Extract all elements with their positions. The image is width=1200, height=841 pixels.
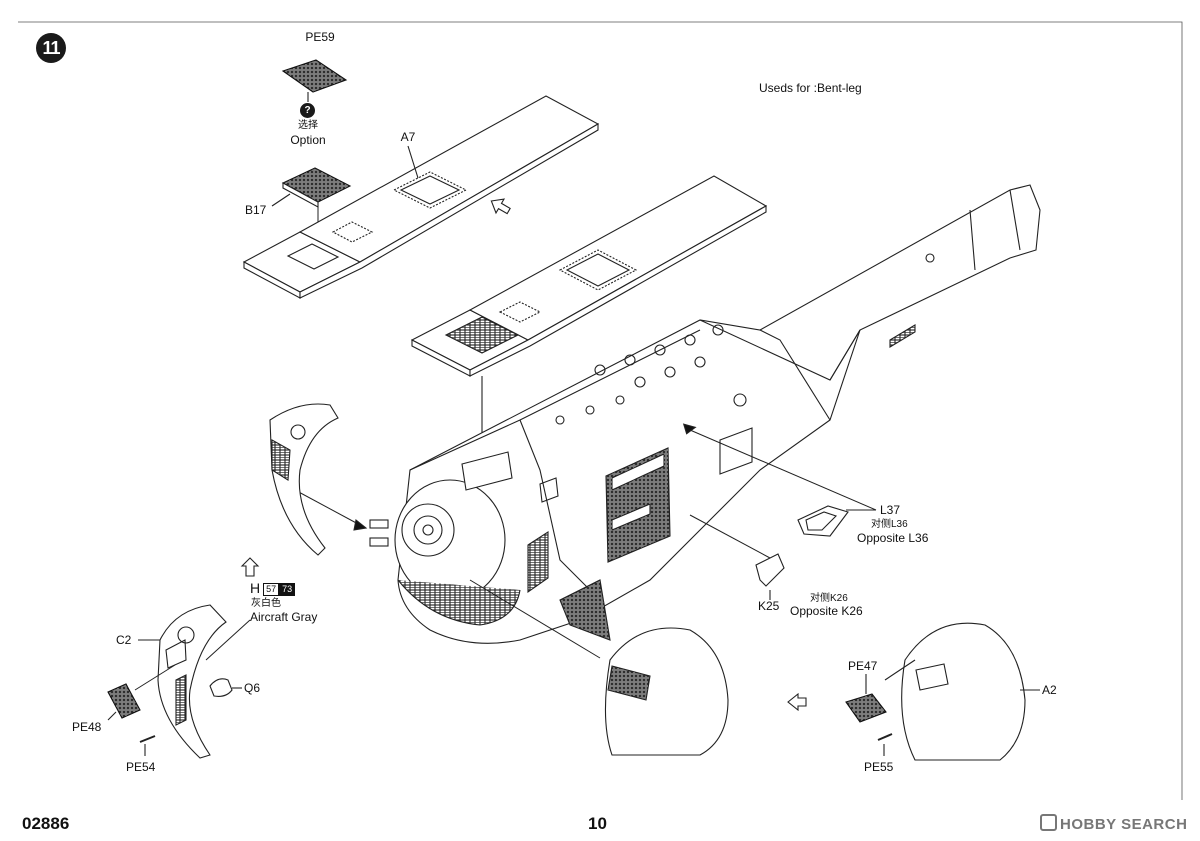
part-side-panel-upper <box>269 403 339 556</box>
part-l37 <box>797 505 876 537</box>
step-number-badge: 11 <box>36 33 66 63</box>
direction-arrow-right <box>787 692 807 712</box>
part-roof-panel <box>410 175 768 476</box>
label-l36-cn: 对侧L36 <box>871 519 908 530</box>
paint-ref-2: 73 <box>279 583 296 596</box>
direction-arrow-left <box>240 557 260 577</box>
label-pe48: PE48 <box>72 720 102 734</box>
product-code: 02886 <box>22 814 70 833</box>
part-a2-window <box>884 622 1040 761</box>
paint-ref-1: 57 <box>263 583 280 596</box>
watermark-logo-icon <box>1040 814 1057 831</box>
page-frame <box>18 21 1183 800</box>
label-k26-cn: 对侧K26 <box>810 593 848 604</box>
label-pe55: PE55 <box>864 760 894 774</box>
watermark-text: HOBBY SEARCH <box>1060 816 1188 833</box>
paint-name-en: Aircraft Gray <box>250 610 318 624</box>
label-q6: Q6 <box>244 681 261 695</box>
part-k25 <box>755 553 785 600</box>
label-option-en: Option <box>290 133 326 147</box>
page-number: 10 <box>588 814 607 833</box>
part-pe47-mesh <box>845 693 887 723</box>
watermark: HOBBY SEARCH <box>1040 814 1187 833</box>
paint-code: H <box>250 580 261 596</box>
part-bubble-window-center <box>604 627 729 756</box>
label-option-cn: 选择 <box>298 120 318 131</box>
part-pe54 <box>139 735 156 743</box>
label-k26-en: Opposite K26 <box>790 604 863 618</box>
label-c2: C2 <box>116 633 132 647</box>
part-b17 <box>271 167 352 264</box>
usage-note: Useds for :Bent-leg <box>759 81 862 95</box>
label-a2: A2 <box>1042 683 1057 697</box>
part-pe55 <box>877 733 893 741</box>
label-k25: K25 <box>758 599 780 613</box>
label-pe59: PE59 <box>305 30 335 44</box>
label-b17: B17 <box>245 203 267 217</box>
fuselage <box>369 184 1041 644</box>
part-c2-door <box>134 604 251 759</box>
direction-arrow <box>490 198 511 215</box>
part-a7-panel <box>242 95 600 299</box>
label-l36-en: Opposite L36 <box>857 531 929 545</box>
label-a7: A7 <box>400 130 416 144</box>
paint-name-cn: 灰白色 <box>251 598 281 609</box>
label-pe47: PE47 <box>848 659 878 673</box>
label-l37: L37 <box>880 503 901 517</box>
part-pe59-plate <box>281 59 348 102</box>
label-pe54: PE54 <box>126 760 156 774</box>
question-icon: ? <box>300 103 315 118</box>
part-pe48-mesh <box>107 683 141 719</box>
